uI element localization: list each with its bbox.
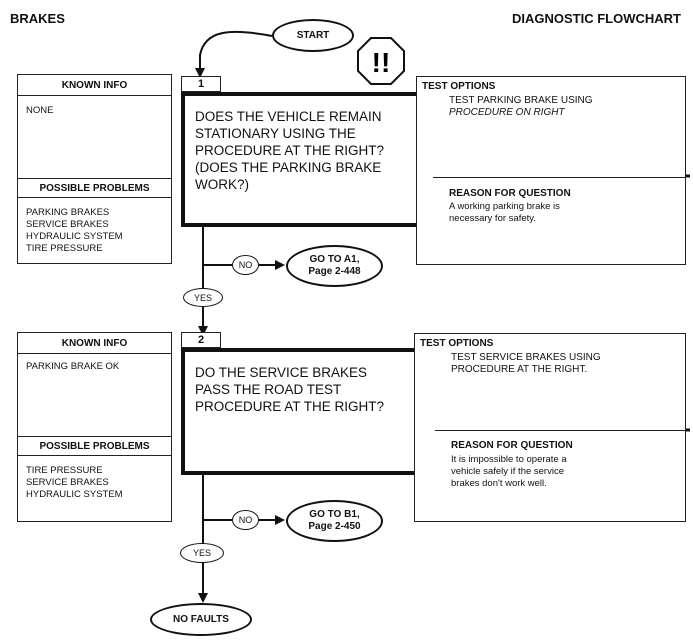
step1-goto-node: GO TO A1, Page 2-448 — [286, 245, 383, 287]
reason-line: brakes don't work well. — [451, 478, 547, 489]
page-title: DIAGNOSTIC FLOWCHART — [512, 11, 681, 26]
start-connector — [195, 30, 273, 78]
step1-possible-problems: PARKING BRAKES SERVICE BRAKES HYDRAULIC … — [26, 207, 123, 255]
known-info-item: PARKING BRAKE OK — [26, 361, 120, 372]
problem-item: HYDRAULIC SYSTEM — [26, 489, 123, 500]
goto-line: GO TO A1, — [309, 254, 360, 265]
problem-item: HYDRAULIC SYSTEM — [26, 231, 123, 242]
step2-possible-problems-title: POSSIBLE PROBLEMS — [39, 441, 150, 452]
step1-no-label: NO — [232, 255, 259, 275]
step2-possible-problems: TIRE PRESSURE SERVICE BRAKES HYDRAULIC S… — [26, 465, 123, 501]
step2-yes-label: YES — [180, 543, 224, 563]
known-info-item: NONE — [26, 105, 54, 116]
step2-test-options-title: TEST OPTIONS — [420, 338, 494, 349]
step1-options-panel: TEST OPTIONS TEST PARKING BRAKE USING PR… — [416, 76, 686, 265]
step2-goto-node: GO TO B1, Page 2-450 — [286, 500, 383, 542]
step1-test-options: TEST PARKING BRAKE USING PROCEDURE ON RI… — [449, 95, 593, 119]
svg-text:!!: !! — [372, 47, 391, 78]
step1-number: 1 — [181, 76, 221, 92]
step2-reason: It is impossible to operate a vehicle sa… — [451, 454, 567, 490]
step1-reason: A working parking brake is necessary for… — [449, 201, 560, 225]
step1-known-info-title: KNOWN INFO — [61, 80, 128, 91]
problem-item: PARKING BRAKES — [26, 207, 110, 218]
step2-question-box: DO THE SERVICE BRAKES PASS THE ROAD TEST… — [181, 348, 439, 475]
step2-info-panel: KNOWN INFO PARKING BRAKE OK POSSIBLE PRO… — [17, 332, 172, 522]
step2-options-panel: TEST OPTIONS TEST SERVICE BRAKES USING P… — [414, 333, 686, 522]
question-line: PROCEDURE AT THE RIGHT? — [195, 143, 385, 158]
step2-reason-title: REASON FOR QUESTION — [451, 440, 573, 451]
test-option-line: TEST SERVICE BRAKES USING — [451, 352, 601, 363]
step1-reason-title: REASON FOR QUESTION — [449, 188, 571, 199]
problem-item: SERVICE BRAKES — [26, 477, 109, 488]
problem-item: TIRE PRESSURE — [26, 465, 103, 476]
step1-test-options-title: TEST OPTIONS — [422, 81, 496, 92]
question-line: PASS THE ROAD TEST — [195, 382, 342, 397]
start-node: START — [272, 19, 354, 52]
end-node: NO FAULTS — [150, 603, 252, 636]
reason-line: It is impossible to operate a — [451, 454, 567, 465]
question-line: DOES THE VEHICLE REMAIN — [195, 109, 382, 124]
test-option-line: PROCEDURE ON RIGHT — [449, 107, 565, 118]
step1-question-box: DOES THE VEHICLE REMAIN STATIONARY USING… — [181, 92, 433, 227]
problem-item: TIRE PRESSURE — [26, 243, 103, 254]
section-title: BRAKES — [10, 11, 65, 26]
question-line: DO THE SERVICE BRAKES — [195, 365, 368, 380]
step1-info-panel: KNOWN INFO NONE POSSIBLE PROBLEMS PARKIN… — [17, 74, 172, 264]
goto-line: Page 2-450 — [308, 521, 361, 532]
step2-number: 2 — [181, 332, 221, 348]
goto-line: Page 2-448 — [308, 266, 361, 277]
problem-item: SERVICE BRAKES — [26, 219, 109, 230]
step1-question: DOES THE VEHICLE REMAIN STATIONARY USING… — [195, 108, 384, 193]
test-option-line: TEST PARKING BRAKE USING — [449, 95, 593, 106]
step1-yes-label: YES — [183, 288, 223, 307]
stop-sign-icon: !! — [357, 37, 405, 85]
reason-line: necessary for safety. — [449, 213, 536, 224]
question-line: STATIONARY USING THE — [195, 126, 356, 141]
question-line: WORK?) — [195, 177, 249, 192]
reason-line: A working parking brake is — [449, 201, 560, 212]
step2-known-info-title: KNOWN INFO — [61, 338, 128, 349]
step2-no-label: NO — [232, 510, 259, 530]
step2-question: DO THE SERVICE BRAKES PASS THE ROAD TEST… — [195, 364, 384, 415]
question-line: (DOES THE PARKING BRAKE — [195, 160, 382, 175]
step2-known-info: PARKING BRAKE OK — [26, 361, 119, 373]
reason-line: vehicle safely if the service — [451, 466, 564, 477]
test-option-line: PROCEDURE AT THE RIGHT. — [451, 364, 588, 375]
question-line: PROCEDURE AT THE RIGHT? — [195, 399, 385, 414]
step2-test-options: TEST SERVICE BRAKES USING PROCEDURE AT T… — [451, 352, 601, 376]
goto-line: GO TO B1, — [309, 509, 360, 520]
step1-possible-problems-title: POSSIBLE PROBLEMS — [39, 183, 150, 194]
step1-known-info: NONE — [26, 105, 53, 117]
